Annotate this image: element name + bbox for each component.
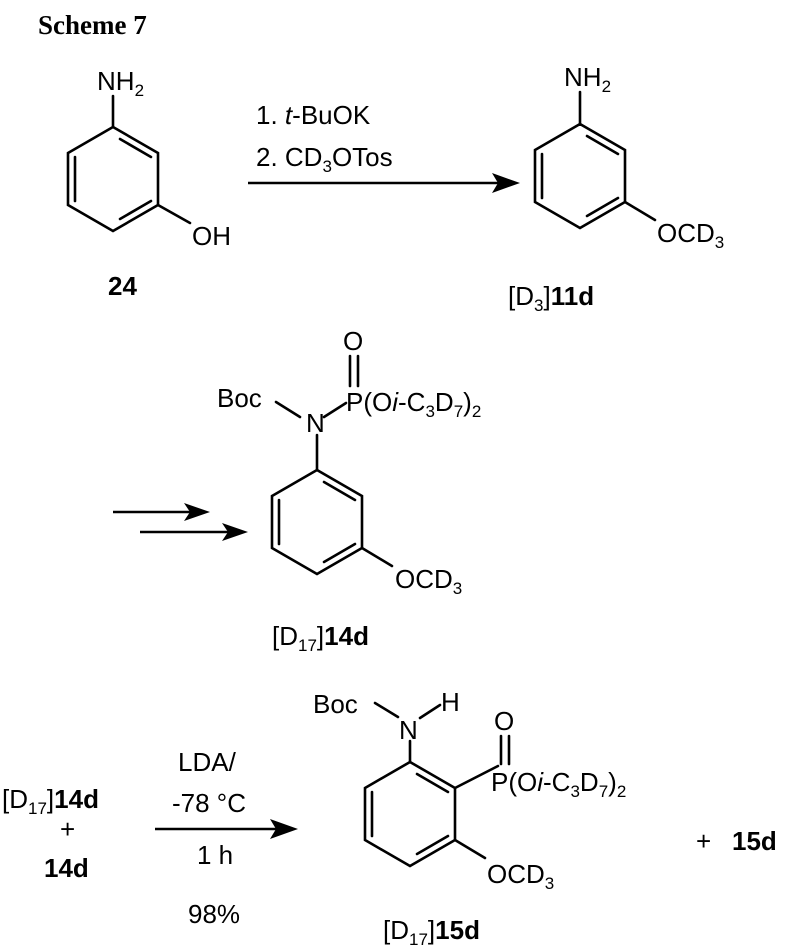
compound-11d-amine: NH2 [564,62,611,96]
compound-11d-label: [D3]11d [508,281,594,315]
step3-condition-2: -78 °C [172,788,246,818]
compound-14d-label: [D17]14d [272,621,369,655]
compound-24-amine: NH2 [97,66,144,100]
reactant-14d: 14d [44,853,89,883]
step3-condition-3: 1 h [197,840,233,870]
step1-condition-2: 2. CD3OTos [256,142,393,176]
step3-condition-1: LDA/ [178,747,237,777]
compound-14d-boc: Boc [217,383,262,413]
side-product-15d: 15d [732,826,777,856]
compound-15d-boc: Boc [313,689,358,719]
compound-11d-structure [533,90,657,230]
reactant-plus: + [60,814,75,844]
compound-15d-structure [363,701,511,868]
step3-arrowhead [270,819,298,839]
step2-double-arrow [113,503,248,541]
compound-11d-ether: OCD3 [657,218,724,252]
compound-24-hydroxyl: OH [192,221,231,251]
step3-yield: 98% [188,899,240,929]
compound-15d-hydrogen: H [441,687,460,717]
compound-15d-nitrogen: N [399,715,418,745]
compound-14d-phosphonate: P(Oi-C3D7)2 [346,387,481,421]
compound-15d-phosphonate: P(Oi-C3D7)2 [491,767,626,801]
step1-arrowhead [492,173,520,193]
compound-15d-ether: OCD3 [487,859,554,893]
compound-24-structure [66,94,192,233]
reactant-d17-14d: [D17]14d [2,784,99,818]
compound-14d-oxo: O [343,326,363,356]
compound-14d-ether: OCD3 [395,564,462,598]
compound-15d-label: [D17]15d [383,915,480,949]
step1-condition-1: 1. t-BuOK [256,100,371,130]
compound-14d-nitrogen: N [306,408,325,438]
compound-14d-structure [270,354,394,576]
compound-24-label: 24 [108,271,137,301]
side-product-plus: + [696,826,711,856]
compound-15d-oxo: O [494,706,514,736]
scheme-title: Scheme 7 [38,10,147,40]
